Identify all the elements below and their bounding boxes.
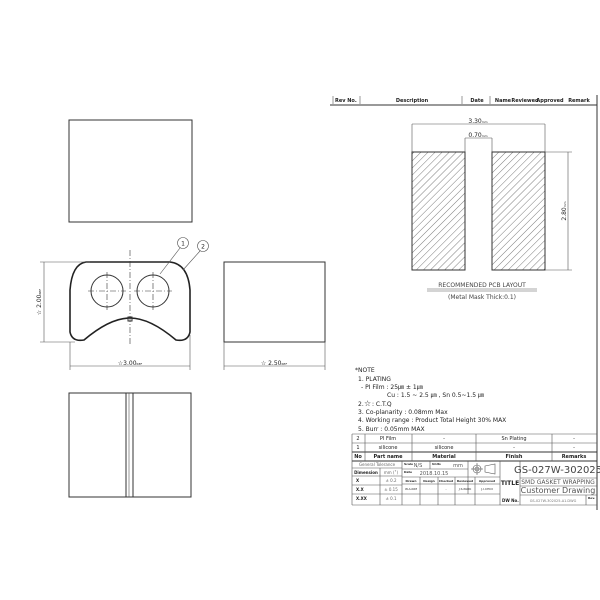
part-name: SMD GASKET WRAPPING: [521, 479, 595, 486]
svg-text:No: No: [354, 454, 362, 460]
svg-text:J.S.PARK: J.S.PARK: [458, 487, 472, 491]
height-dimension: ☆ 2.00REF: [36, 289, 43, 316]
svg-text:General Tolerance: General Tolerance: [359, 462, 396, 467]
svg-text:TITLE: TITLE: [501, 480, 519, 487]
projection-symbol-icon: [471, 463, 496, 475]
svg-text:1. PLATING: 1. PLATING: [358, 376, 391, 383]
pcb-title: RECOMMENDED PCB LAYOUT: [438, 282, 526, 289]
svg-text:Checked: Checked: [439, 479, 453, 483]
svg-text:2: 2: [356, 436, 359, 442]
pcb-height-dimension: 2.80mm: [561, 201, 568, 220]
svg-text:: C.T.Q: : C.T.Q: [372, 401, 392, 408]
svg-text:silicone: silicone: [435, 445, 454, 451]
balloon-2-label: 2: [201, 244, 205, 251]
width-dimension: ☆3.00REF: [118, 360, 143, 367]
svg-text:W.A.KIM: W.A.KIM: [405, 487, 417, 491]
svg-text:J.I.CHOI: J.I.CHOI: [480, 487, 492, 491]
svg-text:5. Burr : 0.05mm MAX: 5. Burr : 0.05mm MAX: [358, 426, 425, 433]
svg-text:-: -: [573, 436, 575, 442]
svg-text:mm (˚): mm (˚): [384, 470, 399, 475]
svg-text:± 0.15: ± 0.15: [384, 487, 398, 492]
svg-text:Approved: Approved: [479, 479, 495, 483]
svg-text:Reviewed: Reviewed: [457, 479, 473, 483]
svg-text:Design: Design: [423, 479, 435, 483]
pcb-width-dimension: 3.30mm: [468, 118, 487, 125]
svg-text:Rev.: Rev.: [588, 496, 595, 500]
balloon-1: [177, 237, 189, 249]
front-view: 1 2 ☆ 2.00REF ☆3.00REF: [36, 237, 209, 370]
pcb-gap-dimension: 0.70mm: [468, 132, 487, 139]
svg-text:Part name: Part name: [373, 454, 403, 460]
svg-text:Description: Description: [396, 98, 429, 104]
svg-text:2.: 2.: [358, 401, 364, 408]
svg-text:-: -: [445, 487, 446, 491]
svg-text:Remark: Remark: [568, 98, 590, 104]
svg-text:-: -: [513, 445, 515, 451]
svg-text:± 0.2: ± 0.2: [386, 478, 397, 483]
svg-text:± 0.1: ± 0.1: [386, 496, 397, 501]
svg-text:X.X: X.X: [356, 487, 364, 492]
drawing-type: Customer Drawing: [521, 486, 596, 495]
svg-text:Drawn: Drawn: [406, 479, 417, 483]
bottom-view: [68, 392, 192, 498]
svg-text:Reviewed: Reviewed: [511, 98, 539, 104]
svg-text:Scale: Scale: [404, 462, 413, 466]
pcb-layout: 3.30mm 0.70mm 2.80mm RECOMMENDED PCB LAY…: [411, 118, 572, 301]
side-view: ☆ 2.50REF: [223, 261, 326, 370]
svg-text:Date: Date: [470, 98, 484, 104]
svg-text:2018.10.15: 2018.10.15: [420, 471, 449, 477]
svg-text:-: -: [443, 436, 445, 442]
svg-text:X.XX: X.XX: [356, 496, 367, 501]
svg-text:3. Co-planarity : 0.08mm Max: 3. Co-planarity : 0.08mm Max: [358, 409, 448, 416]
parts-table: 2 PI Film - Sn Plating - 1 silicone sili…: [351, 433, 597, 505]
revision-header: Rev No. Description Date Name Reviewed A…: [330, 95, 598, 510]
svg-text:4. Working range : Product T: 4. Working range : Product Total Height …: [358, 417, 506, 424]
title-block: General Tolerance Dimension mm (˚) X ± 0…: [352, 461, 600, 506]
svg-text:Units: Units: [432, 462, 441, 466]
svg-text:Dimension: Dimension: [354, 470, 378, 475]
svg-text:GS-027W-302025-A1.DWG: GS-027W-302025-A1.DWG: [530, 499, 577, 503]
svg-text:mm: mm: [453, 463, 463, 469]
svg-text:Remarks: Remarks: [562, 454, 587, 460]
svg-text:- PI Film : 25㎛ ± 1㎛: - PI Film : 25㎛ ± 1㎛: [361, 384, 423, 392]
balloon-2: [197, 240, 209, 252]
svg-text:1: 1: [356, 445, 359, 451]
balloon-1-label: 1: [181, 241, 185, 248]
svg-text:N/S: N/S: [414, 463, 423, 469]
svg-text:Name: Name: [495, 98, 512, 104]
svg-text:-: -: [573, 445, 575, 451]
svg-text:Rev No.: Rev No.: [335, 98, 357, 104]
svg-text:Approved: Approved: [536, 98, 564, 104]
top-view: [68, 119, 193, 223]
svg-text:Material: Material: [432, 454, 456, 460]
svg-text:PI Film: PI Film: [380, 436, 396, 442]
notes: *NOTE 1. PLATING - PI Film : 25㎛ ± 1㎛ Cu…: [355, 367, 506, 433]
svg-text:silicone: silicone: [379, 445, 398, 451]
pad-right: [491, 151, 546, 271]
star-ctq-icon: ☆: [364, 399, 371, 408]
svg-text:Finish: Finish: [506, 454, 523, 460]
svg-text:Date: Date: [404, 470, 412, 474]
side-width-dimension: ☆ 2.50REF: [261, 360, 288, 367]
svg-text:X: X: [356, 478, 359, 483]
svg-text:Cu : 1.5 ~ 2.5 ㎛ , Sn 0.5~1.5: Cu : 1.5 ~ 2.5 ㎛ , Sn 0.5~1.5 ㎛: [387, 392, 484, 400]
pcb-subtitle: (Metal Mask Thick:0.1): [448, 294, 516, 301]
svg-text:DW No.: DW No.: [502, 498, 519, 503]
svg-text:*NOTE: *NOTE: [355, 367, 375, 374]
svg-text:Sn Plating: Sn Plating: [501, 436, 526, 442]
part-number: GS-027W-302025: [514, 465, 600, 476]
pad-left: [411, 151, 466, 271]
